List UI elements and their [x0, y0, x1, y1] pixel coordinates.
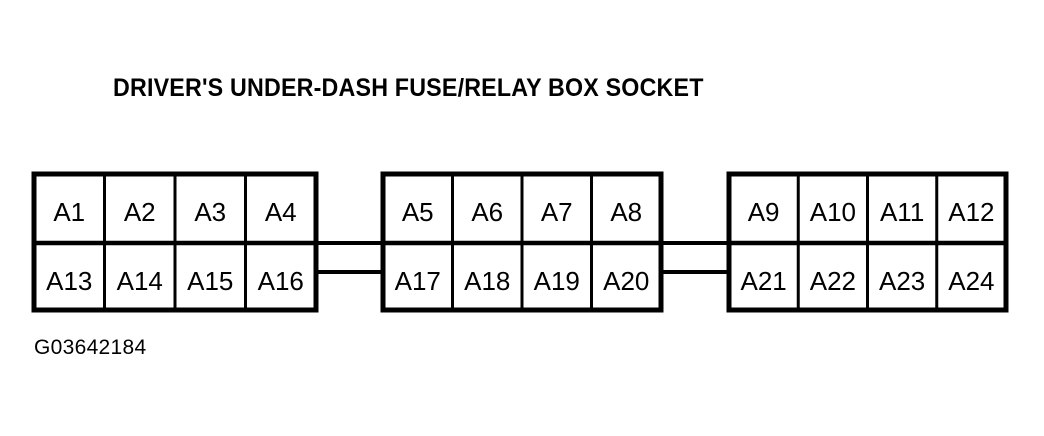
page-title: DRIVER'S UNDER-DASH FUSE/RELAY BOX SOCKE…	[113, 74, 704, 102]
socket-pin-A11: A11	[880, 197, 924, 227]
socket-pin-A13: A13	[46, 266, 92, 296]
socket-pin-A7: A7	[541, 197, 573, 227]
socket-pin-A3: A3	[194, 197, 226, 227]
socket-pin-A15: A15	[187, 266, 233, 296]
socket-pin-A20: A20	[603, 266, 649, 296]
figure-caption: G03642184	[34, 336, 147, 359]
socket-pin-A24: A24	[948, 266, 994, 296]
socket-pin-A14: A14	[117, 266, 163, 296]
socket-pin-A9: A9	[748, 197, 780, 227]
socket-pin-A19: A19	[534, 266, 580, 296]
socket-pin-A4: A4	[265, 197, 297, 227]
socket-pin-A2: A2	[124, 197, 156, 227]
socket-pin-A12: A12	[948, 197, 994, 227]
socket-pin-A6: A6	[471, 197, 503, 227]
socket-pin-A17: A17	[395, 266, 441, 296]
socket-pin-A23: A23	[879, 266, 925, 296]
socket-pin-A16: A16	[258, 266, 304, 296]
socket-pin-A22: A22	[810, 266, 856, 296]
socket-pin-A10: A10	[810, 197, 856, 227]
socket-pin-A8: A8	[610, 197, 642, 227]
socket-pin-A21: A21	[740, 266, 786, 296]
socket-pin-A18: A18	[464, 266, 510, 296]
socket-pin-A5: A5	[402, 197, 434, 227]
socket-pin-A1: A1	[53, 197, 85, 227]
